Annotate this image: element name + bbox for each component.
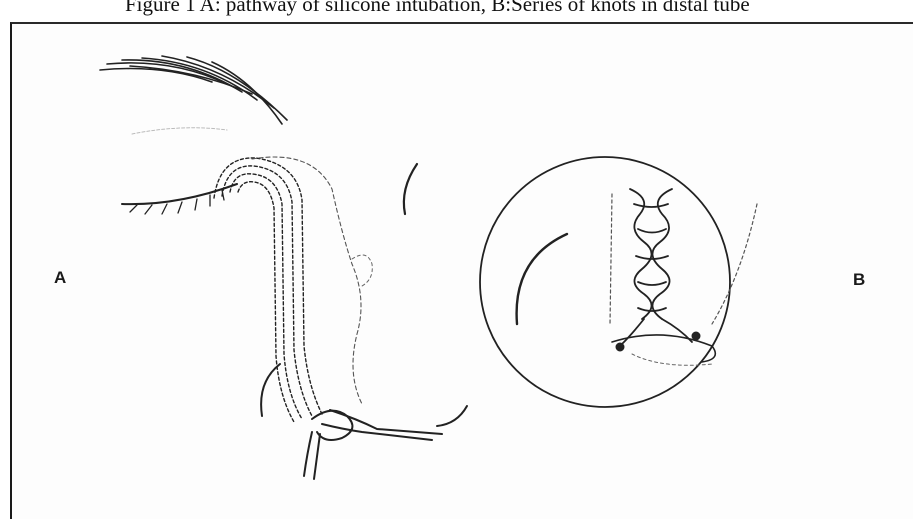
knot-chain [630,189,672,319]
panel-a-label: A [54,268,66,288]
silicone-tube-pathway [214,158,322,422]
figure-caption: Figure 1 A: pathway of silicone intubati… [0,0,913,22]
eyebrow [100,56,287,124]
eyelid [122,184,237,204]
illustration-drawing [12,24,913,521]
knot [304,410,442,479]
panel-b-label: B [853,270,865,290]
caption-text: Figure 1 A: pathway of silicone intubati… [125,0,750,13]
illustration-figure: A B [10,22,913,519]
detail-circle [480,157,730,407]
